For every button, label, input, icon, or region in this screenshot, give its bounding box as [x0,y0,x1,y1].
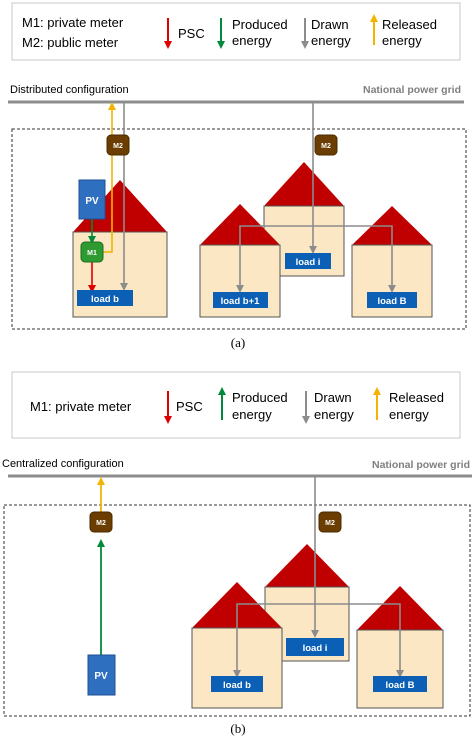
legend-drawn-text-2: energy [311,33,351,48]
legend-produced-text-2: energy [232,407,272,422]
pv-panel-a: PV [78,179,106,220]
legend-m2-text: M2: public meter [22,35,119,50]
load-box-big-b-a: load B [367,292,417,308]
legend-released-text-2: energy [389,407,429,422]
house-roof [200,204,280,245]
meter-m2-public-right-a: M2 [314,134,338,156]
legend-a-frame [11,2,461,61]
pv-label-b: PV [94,671,108,682]
load-label: load i [303,643,328,654]
pv-panel-b: PV [87,654,116,696]
load-box-i-a: load i [285,253,331,269]
load-box-b-plus-1: load b+1 [213,292,268,308]
load-label: load B [377,296,406,307]
load-label: load B [385,680,414,691]
panel-a: M1: private meter M2: public meter PSC P… [8,2,467,350]
meter-m2-label: M2 [113,143,123,150]
load-box-big-b-b: load B [373,676,427,692]
boundary-b [3,504,471,717]
load-box-i-b: load i [286,638,344,656]
legend-released-text-1: Released [389,390,444,405]
legend-drawn-text-1: Drawn [311,17,349,32]
caption-a: (a) [231,335,245,350]
legend-psc-text: PSC [178,26,205,41]
legend-a: M1: private meter M2: public meter PSC P… [11,2,461,61]
pv-label-a: PV [85,196,99,207]
load-box-b-a: load b [77,290,133,306]
load-label: load b [91,294,119,305]
meter-m2-public-right-b: M2 [318,511,342,533]
panel-b: M1: private meter PSC Produced energy Dr… [2,371,472,736]
legend-m1-text: M1: private meter [22,15,124,30]
load-label: load b+1 [221,296,261,307]
flows-b [97,476,404,678]
drawn-flow-load-b-plus-1 [236,225,313,293]
boundary-a [11,128,467,330]
drawn-flow-load-big-b [313,225,396,293]
house-roof [265,544,349,587]
legend-b-frame [11,371,461,439]
meter-m1-private: M1 [80,241,104,263]
meter-m2-label: M2 [96,520,106,527]
load-box-b-b: load b [211,676,263,692]
legend-b: M1: private meter PSC Produced energy Dr… [11,371,461,439]
config-label-b: Centralized configuration [2,458,124,470]
legend-psc-text: PSC [176,399,203,414]
legend-produced-text-2: energy [232,33,272,48]
legend-produced-text-1: Produced [232,17,288,32]
meter-m2-label: M2 [321,143,331,150]
config-label-a: Distributed configuration [10,84,129,96]
meter-m2-public-left-a: M2 [106,134,130,156]
legend-drawn-text-2: energy [314,407,354,422]
load-label: load i [296,257,321,268]
legend-m1-text: M1: private meter [30,399,132,414]
meter-m1-label: M1 [87,250,97,257]
legend-drawn-text-1: Drawn [314,390,352,405]
legend-produced-text-1: Produced [232,390,288,405]
legend-released-text-1: Released [382,17,437,32]
drawn-flow-load-b-b [233,603,315,678]
grid-label-b: National power grid [372,459,470,471]
meter-m2-label: M2 [325,520,335,527]
grid-label-a: National power grid [363,84,461,96]
house-roof [264,162,344,206]
drawn-flow-load-big-b-b [315,603,404,678]
load-label: load b [223,680,251,691]
meter-m2-public-left-b: M2 [89,511,113,533]
legend-released-text-2: energy [382,33,422,48]
caption-b: (b) [230,721,245,736]
